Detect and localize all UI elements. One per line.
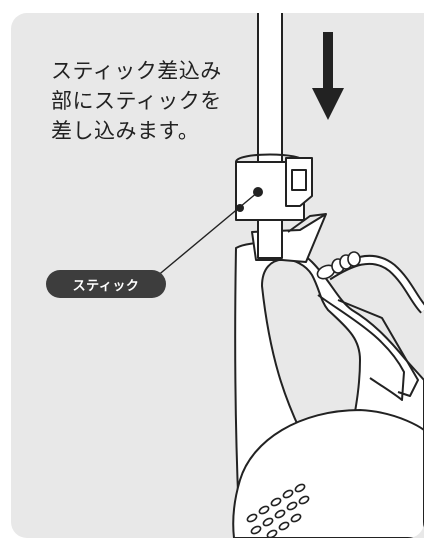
instruction-line: 差し込みます。 [51,119,200,143]
instruction-line: スティック差込み [51,59,222,83]
stick-label-badge: スティック [46,270,166,298]
down-arrow-icon [312,32,344,120]
instruction-line: 部にスティックを [51,89,222,113]
motor-housing [232,409,424,538]
callout-leader-line [149,187,263,283]
instruction-text: スティック差込み 部にスティックを 差し込みます。 [51,56,251,146]
